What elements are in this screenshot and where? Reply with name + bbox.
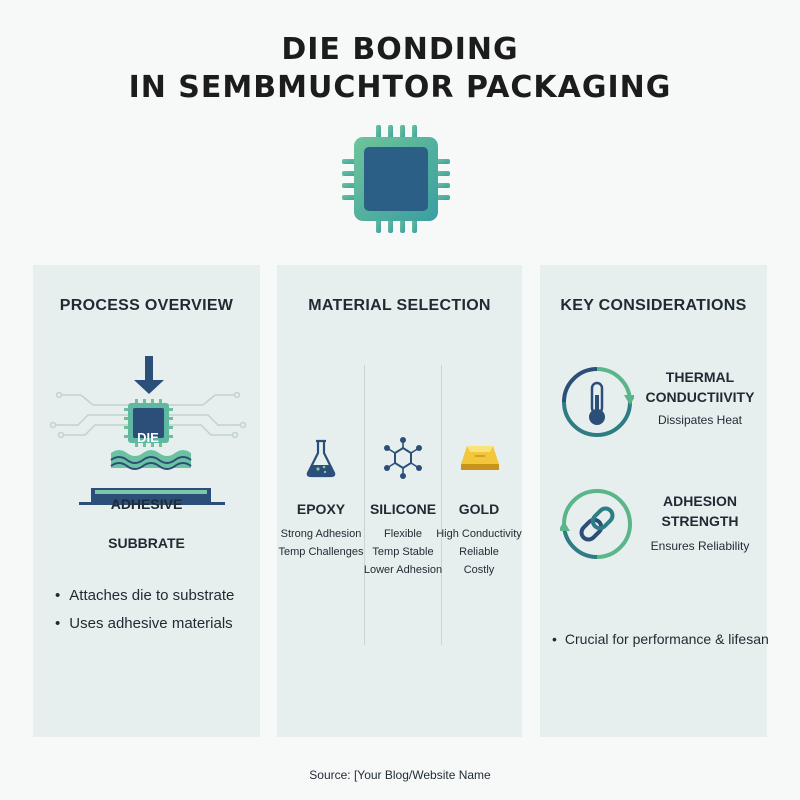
process-bullets: Attaches die to substrate Uses adhesive … [55, 587, 234, 643]
down-arrow-icon [134, 356, 164, 394]
consideration-name: THERMAL [665, 369, 735, 385]
material-property: Costly [463, 564, 495, 576]
process-overview-panel: PROCESS OVERVIEW [33, 265, 260, 737]
material-selection-panel: MATERIAL SELECTION EPOXY Strong Adhesion… [277, 265, 522, 737]
material-name: GOLD [458, 501, 500, 517]
flask-icon [306, 439, 336, 478]
die-bonding-diagram [49, 356, 247, 505]
consideration-adhesion: ADHESION STRENGTH Ensures Reliability [540, 487, 767, 567]
adhesive-label: ADHESIVE [110, 496, 183, 512]
consideration-name: ADHESION [663, 493, 737, 509]
consideration-desc: Dissipates Heat [657, 413, 743, 427]
process-overview-title: PROCESS OVERVIEW [59, 297, 234, 314]
microchip-icon [342, 125, 450, 233]
material-property: High Conductivity [436, 528, 522, 540]
consideration-desc: Ensures Reliability [650, 539, 750, 553]
consideration-name: STRENGTH [661, 513, 739, 529]
material-property: Flexible [384, 528, 422, 540]
gold-bar-icon [461, 446, 499, 470]
material-name: SILICONE [369, 501, 437, 517]
circuit-traces [49, 391, 247, 439]
divider [364, 365, 365, 645]
list-item: Attaches die to substrate [55, 587, 234, 604]
die-label: DIE [137, 430, 159, 445]
consideration-name: CONDUCTIIVITY [645, 389, 755, 405]
material-property: Temp Stable [372, 546, 434, 558]
source-credit: Source: [Your Blog/Website Name [309, 768, 491, 782]
page-title-line-2: IN SEMBMUCHTOR PACKAGING [128, 70, 672, 105]
material-selection-title: MATERIAL SELECTION [308, 297, 491, 314]
material-gold: GOLD High Conductivity Reliable Costly [435, 433, 523, 579]
material-property: Temp Challenges [278, 546, 364, 558]
key-considerations-panel: KEY CONSIDERATIONS THERMAL CONDUCTIIVITY… [540, 265, 769, 737]
material-property: Reliable [459, 546, 499, 558]
material-silicone: SILICONE Flexible Temp Stable Lower Adhe… [359, 433, 447, 579]
material-epoxy: EPOXY Strong Adhesion Temp Challenges [277, 433, 365, 561]
material-name: EPOXY [296, 501, 346, 517]
substrate-layer [79, 488, 225, 505]
page-title-line-1: DIE BONDING [281, 32, 519, 67]
chain-link-icon [560, 489, 633, 559]
die-chip [124, 399, 173, 447]
consideration-thermal: THERMAL CONDUCTIIVITY Dissipates Heat [540, 365, 767, 445]
material-property: Lower Adhesion [363, 564, 443, 576]
divider [441, 365, 442, 645]
list-item: Uses adhesive materials [55, 615, 234, 632]
key-considerations-title: KEY CONSIDERATIONS [560, 297, 747, 314]
thermometer-icon [562, 367, 634, 438]
list-item: Crucial for performance & lifesan [552, 631, 769, 647]
adhesive-layer [110, 450, 192, 470]
substrate-label: SUBBRATE [108, 535, 185, 551]
molecule-icon [384, 437, 422, 479]
material-property: Strong Adhesion [280, 528, 362, 540]
